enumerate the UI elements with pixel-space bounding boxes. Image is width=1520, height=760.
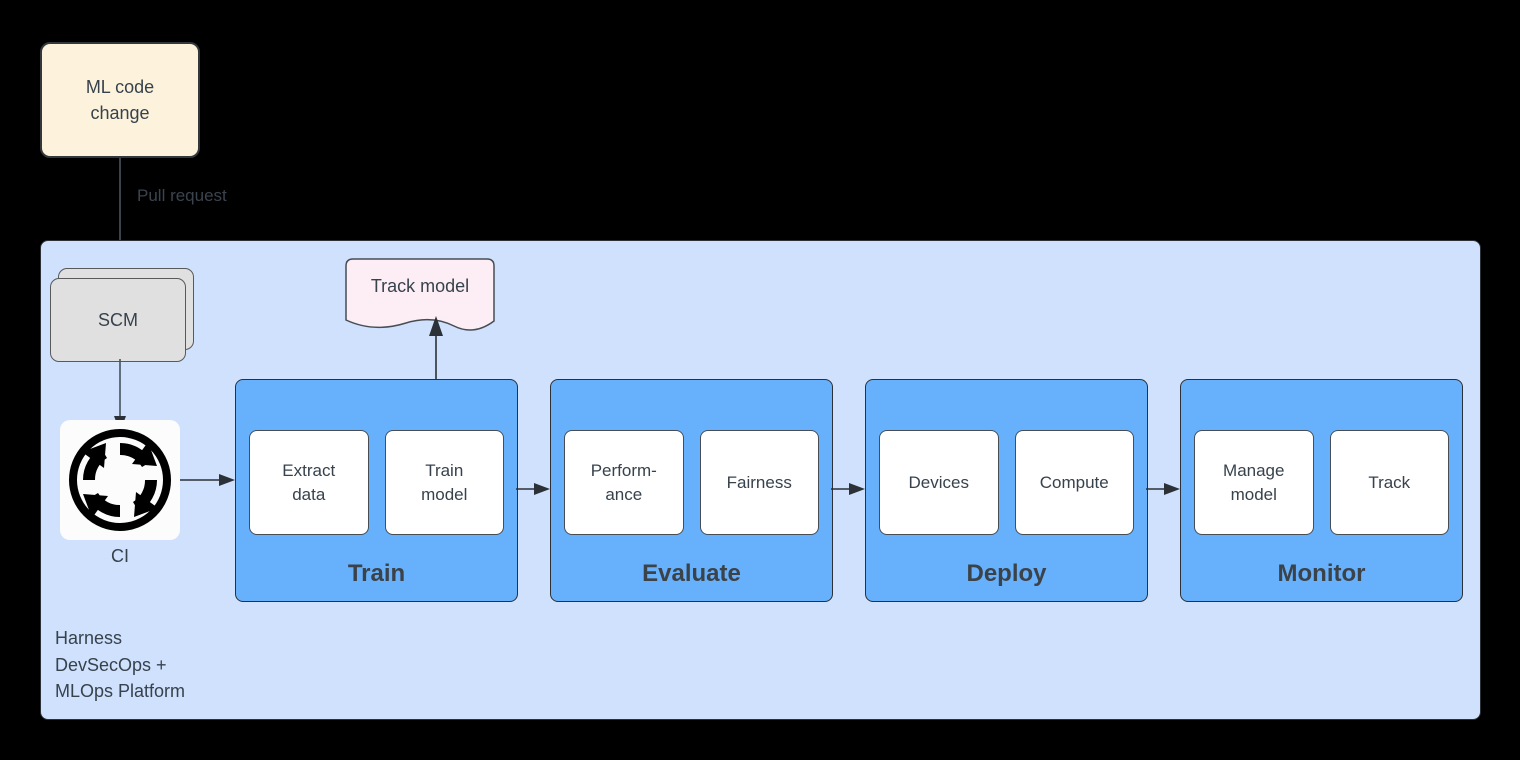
stage-evaluate-substeps: Perform- ance Fairness xyxy=(564,430,819,535)
substep-track[interactable]: Track xyxy=(1329,430,1449,535)
stage-deploy[interactable]: Devices Compute Deploy xyxy=(865,379,1148,602)
track-model-label: Track model xyxy=(370,276,470,296)
evaluate-to-deploy-arrow xyxy=(831,481,866,497)
ci-label: CI xyxy=(111,546,129,566)
stage-train-substeps: Extract data Train model xyxy=(249,430,504,535)
track-model-node: Track model xyxy=(340,258,500,336)
platform-label: Harness DevSecOps + MLOps Platform xyxy=(55,628,186,701)
stage-monitor-title: Monitor xyxy=(1277,560,1366,587)
stage-deploy-title: Deploy xyxy=(966,560,1047,587)
substep-manage-model[interactable]: Manage model xyxy=(1194,430,1314,535)
stage-monitor[interactable]: Manage model Track Monitor xyxy=(1180,379,1463,602)
pull-request-label: Pull request xyxy=(137,186,227,205)
substep-performance[interactable]: Perform- ance xyxy=(564,430,684,535)
stage-evaluate[interactable]: Perform- ance Fairness Evaluate xyxy=(550,379,833,602)
stage-monitor-substeps: Manage model Track xyxy=(1194,430,1449,535)
stage-train[interactable]: Extract data Train model Train xyxy=(235,379,518,602)
stage-train-title: Train xyxy=(347,560,406,587)
stage-evaluate-title: Evaluate xyxy=(642,560,741,587)
substep-devices[interactable]: Devices xyxy=(879,430,999,535)
train-to-evaluate-arrow xyxy=(516,481,551,497)
substep-train-model[interactable]: Train model xyxy=(384,430,504,535)
ci-to-train-arrow xyxy=(180,472,236,488)
scm-card-front: SCM xyxy=(50,278,186,362)
substep-extract-data[interactable]: Extract data xyxy=(249,430,369,535)
train-to-track-model-arrow xyxy=(428,316,444,380)
substep-compute[interactable]: Compute xyxy=(1014,430,1134,535)
scm-node: SCM xyxy=(50,268,194,362)
stage-deploy-substeps: Devices Compute xyxy=(879,430,1134,535)
ml-code-change-node: ML code change xyxy=(40,42,200,158)
substep-fairness[interactable]: Fairness xyxy=(699,430,819,535)
ci-icon xyxy=(60,420,180,540)
deploy-to-monitor-arrow xyxy=(1146,481,1181,497)
